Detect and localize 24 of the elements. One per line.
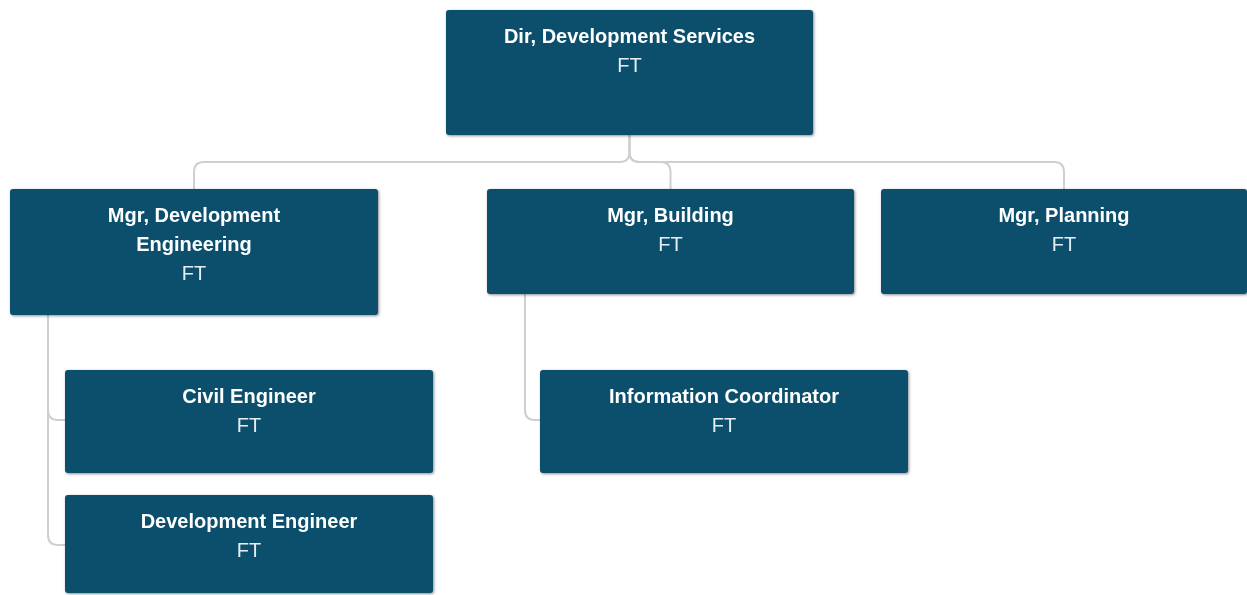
org-box (446, 10, 813, 135)
org-box (540, 370, 908, 473)
job-title: Mgr, Building (607, 203, 734, 228)
job-title: Dir, Development Services (503, 24, 756, 49)
employment-type: FT (236, 538, 262, 563)
job-title: Mgr, Planning (998, 203, 1130, 228)
org-box (487, 189, 854, 294)
job-title: Civil Engineer (182, 384, 316, 409)
connector-line (628, 134, 1065, 190)
connector-line (524, 293, 541, 421)
employment-type: FT (617, 53, 642, 78)
org-box (65, 495, 433, 593)
org-box (10, 189, 378, 315)
employment-type: FT (236, 413, 262, 438)
employment-type: FT (711, 413, 737, 438)
employment-type: FT (181, 261, 207, 286)
job-title: Information Coordinator (609, 384, 839, 409)
connector-line (47, 314, 66, 546)
job-title: Development Engineer (140, 509, 358, 534)
employment-type: FT (1051, 232, 1077, 257)
org-box (881, 189, 1247, 294)
org-box (65, 370, 433, 473)
employment-type: FT (658, 232, 683, 257)
job-title: Mgr, Development Engineering (106, 203, 282, 257)
